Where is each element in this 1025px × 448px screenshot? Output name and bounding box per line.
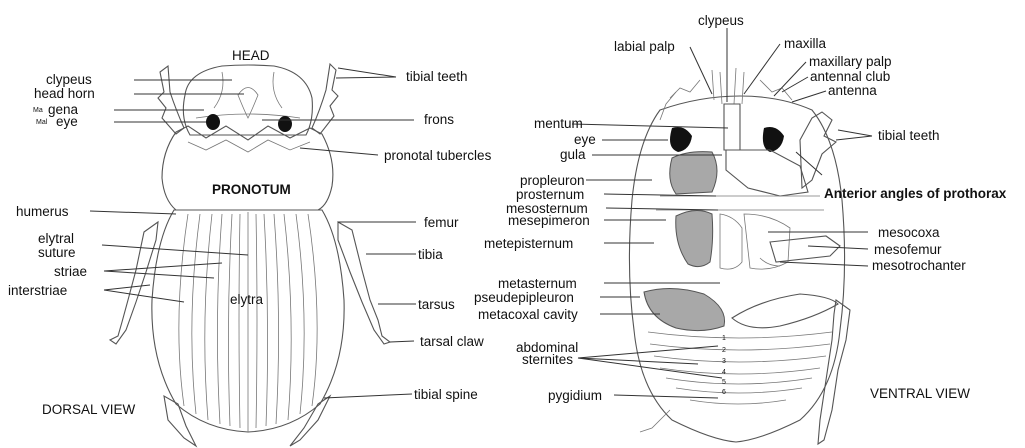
label-labial-palp: labial palp	[614, 39, 675, 54]
ventral-beetle-drawing	[629, 68, 850, 444]
label-elytral: elytral	[38, 231, 74, 246]
label-mesepimeron: mesepimeron	[508, 213, 590, 228]
label-tarsus: tarsus	[418, 297, 455, 312]
label-mesotrochanter: mesotrochanter	[872, 258, 966, 273]
label-clypeus-dorsal: clypeus	[46, 72, 92, 87]
label-eye-prefix: Mal	[36, 119, 48, 126]
label-mentum: mentum	[534, 116, 583, 131]
label-pseudepipleuron: pseudepipleuron	[474, 290, 574, 305]
label-clypeus-ventral: clypeus	[698, 13, 744, 28]
label-striae: striae	[54, 264, 87, 279]
label-maxilla: maxilla	[784, 36, 827, 51]
label-sternites: sternites	[522, 352, 573, 367]
label-antennal-club: antennal club	[810, 69, 890, 84]
label-elytra: elytra	[230, 292, 264, 307]
label-pygidium: pygidium	[548, 388, 602, 403]
label-metasternum: metasternum	[498, 276, 577, 291]
label-humerus: humerus	[16, 204, 69, 219]
label-eye-dorsal: eye	[56, 114, 78, 129]
label-head-horn: head horn	[34, 86, 95, 101]
sternite-number: 6	[722, 389, 726, 396]
label-metacoxal-cavity: metacoxal cavity	[478, 307, 578, 322]
label-gena-prefix: Ma	[33, 107, 43, 114]
label-eye-ventral: eye	[574, 132, 596, 147]
sternite-number: 4	[722, 369, 726, 376]
label-antenna: antenna	[828, 83, 877, 98]
dorsal-beetle-drawing	[110, 64, 390, 446]
label-tibia: tibia	[418, 247, 443, 262]
label-metepisternum: metepisternum	[484, 236, 573, 251]
label-mesocoxa: mesocoxa	[878, 225, 940, 240]
label-maxillary-palp: maxillary palp	[809, 54, 892, 69]
dorsal-leader-lines	[90, 68, 416, 398]
label-dorsal-view: DORSAL VIEW	[42, 402, 136, 417]
label-mesofemur: mesofemur	[874, 242, 942, 257]
label-pronotal-tubercles: pronotal tubercles	[384, 148, 492, 163]
sternite-number: 1	[722, 335, 726, 342]
label-interstriae: interstriae	[8, 283, 67, 298]
sternite-number: 2	[722, 347, 726, 354]
label-tibial-spine: tibial spine	[414, 387, 478, 402]
label-head: HEAD	[232, 48, 270, 63]
label-pronotum: PRONOTUM	[212, 182, 291, 197]
label-tibial-teeth-dorsal: tibial teeth	[406, 69, 468, 84]
label-femur: femur	[424, 215, 459, 230]
label-anterior-angles: Anterior angles of prothorax	[824, 186, 1007, 201]
label-tarsal-claw: tarsal claw	[420, 334, 484, 349]
label-gula: gula	[560, 147, 586, 162]
label-tibial-teeth-ventral: tibial teeth	[878, 128, 940, 143]
label-prosternum: prosternum	[516, 187, 584, 202]
label-propleuron: propleuron	[520, 173, 585, 188]
label-frons: frons	[424, 112, 454, 127]
label-ventral-view: VENTRAL VIEW	[870, 386, 970, 401]
sternite-number: 3	[722, 358, 726, 365]
label-suture: suture	[38, 245, 76, 260]
sternite-number: 5	[722, 379, 726, 386]
